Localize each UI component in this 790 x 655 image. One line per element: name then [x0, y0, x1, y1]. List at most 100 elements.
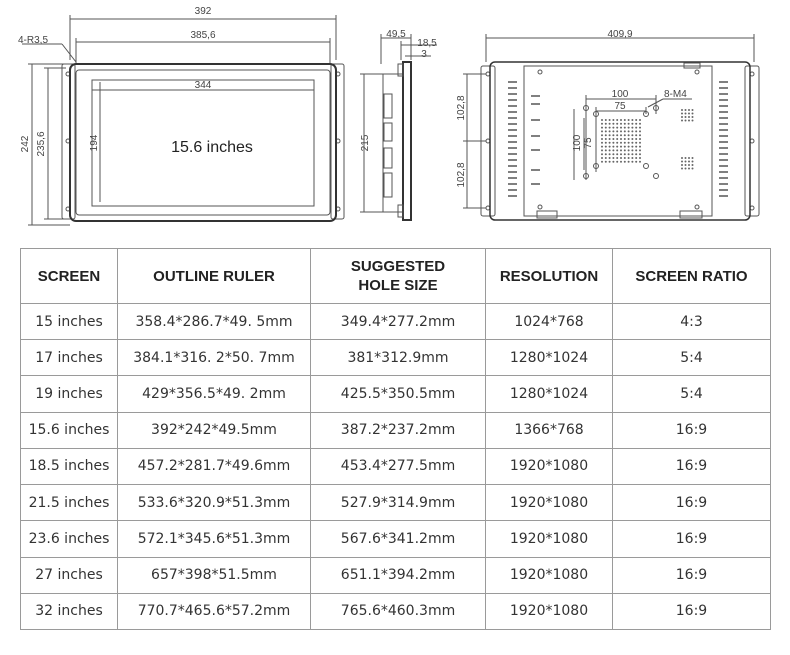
column-header: RESOLUTION — [485, 248, 613, 304]
vent-dot — [639, 157, 641, 159]
vent-dot — [616, 122, 619, 125]
vent-dot — [608, 134, 611, 137]
vent-dot — [601, 122, 603, 125]
dim-vesa-v: 100 — [572, 134, 583, 151]
vent-dot — [635, 138, 638, 140]
dim-vesa-h: 100 — [612, 89, 629, 100]
vent-dot — [635, 153, 638, 156]
vent-dot — [608, 122, 611, 125]
dim-front-width-inner: 385,6 — [190, 30, 215, 41]
dim-front-width-outer: 392 — [195, 6, 212, 17]
vent-dot — [631, 122, 634, 125]
vent-dot — [688, 157, 690, 159]
vent-dot — [631, 130, 634, 133]
table-cell: 1920*1080 — [485, 556, 613, 594]
table-cell: 425.5*350.5mm — [310, 375, 486, 413]
table-cell: 16:9 — [612, 592, 771, 631]
vent-dot — [623, 130, 626, 133]
vent-dot — [691, 157, 694, 159]
vent-dot — [639, 126, 641, 129]
vent-dot — [691, 112, 694, 115]
vent-dot — [620, 160, 622, 163]
table-cell: 453.4*277.5mm — [310, 447, 486, 486]
vent-dot — [627, 126, 630, 129]
vent-dot — [635, 141, 638, 144]
table-cell: 387.2*237.2mm — [310, 411, 486, 449]
vent-dot — [623, 157, 626, 159]
vent-dot — [639, 149, 641, 152]
vent-dot — [688, 160, 690, 163]
table-cell: 358.4*286.7*49. 5mm — [117, 302, 311, 341]
vent-dot — [627, 141, 630, 144]
vent-dot — [631, 134, 634, 137]
table-cell: 1280*1024 — [485, 375, 613, 413]
vent-dot — [604, 130, 607, 133]
vent-dot — [604, 138, 607, 140]
vent-dot — [684, 116, 687, 118]
vent-dot — [612, 153, 615, 156]
vent-dot — [616, 130, 619, 133]
vent-dot — [608, 160, 611, 163]
vent-dot — [620, 122, 622, 125]
vent-dot — [604, 122, 607, 125]
vent-dot — [616, 126, 619, 129]
vent-dot — [601, 130, 603, 133]
vent-dot — [620, 138, 622, 140]
vent-dot — [639, 160, 641, 163]
vent-dot — [612, 126, 615, 129]
table-cell: 15.6 inches — [20, 411, 118, 449]
vent-dot — [635, 149, 638, 152]
vent-dot — [639, 130, 641, 133]
vent-dot — [627, 119, 630, 121]
vent-dot — [608, 145, 611, 148]
vent-dot — [684, 157, 687, 159]
vent-dot — [639, 153, 641, 156]
vent-dot — [601, 145, 603, 148]
table-cell: 5:4 — [612, 375, 771, 413]
vent-dot — [688, 119, 690, 122]
vent-dot — [604, 153, 607, 156]
vent-dot — [627, 134, 630, 137]
vent-dot — [681, 160, 683, 163]
vent-dot — [631, 160, 634, 163]
table-cell: 1366*768 — [485, 411, 613, 449]
vent-dot — [627, 122, 630, 125]
vent-dot — [601, 138, 603, 140]
vent-dot — [635, 134, 638, 137]
vent-dot — [684, 119, 687, 122]
vent-dot — [639, 141, 641, 144]
vent-dot — [620, 141, 622, 144]
dim-back-width: 409,9 — [607, 29, 632, 40]
table-cell: 657*398*51.5mm — [117, 556, 311, 594]
vent-dot — [612, 130, 615, 133]
table-cell: 19 inches — [20, 375, 118, 413]
vent-dot — [604, 157, 607, 159]
table-cell: 533.6*320.9*51.3mm — [117, 484, 311, 522]
vent-dot — [601, 141, 603, 144]
vent-dot — [620, 119, 622, 121]
vent-dot — [601, 160, 603, 163]
vent-dot — [691, 164, 694, 166]
vent-dot — [612, 157, 615, 159]
vent-dot — [608, 157, 611, 159]
vent-dot — [635, 160, 638, 163]
dim-corner-radius: 4-R3,5 — [18, 35, 48, 46]
technical-drawing: 392 385,6 4-R3,5 344 242 235,6 194 15.6 … — [18, 6, 760, 226]
vent-dot — [639, 134, 641, 137]
vent-dot — [623, 119, 626, 121]
vent-dot — [635, 130, 638, 133]
table-cell: 5:4 — [612, 339, 771, 377]
table-cell: 457.2*281.7*49.6mm — [117, 447, 311, 486]
vent-dot — [612, 122, 615, 125]
vent-dot — [627, 160, 630, 163]
table-cell: 429*356.5*49. 2mm — [117, 375, 311, 413]
column-header: SCREEN — [20, 248, 118, 304]
dim-front-height-outer: 242 — [20, 135, 31, 152]
vent-dot — [601, 126, 603, 129]
vent-dot — [623, 126, 626, 129]
vent-dot — [620, 134, 622, 137]
